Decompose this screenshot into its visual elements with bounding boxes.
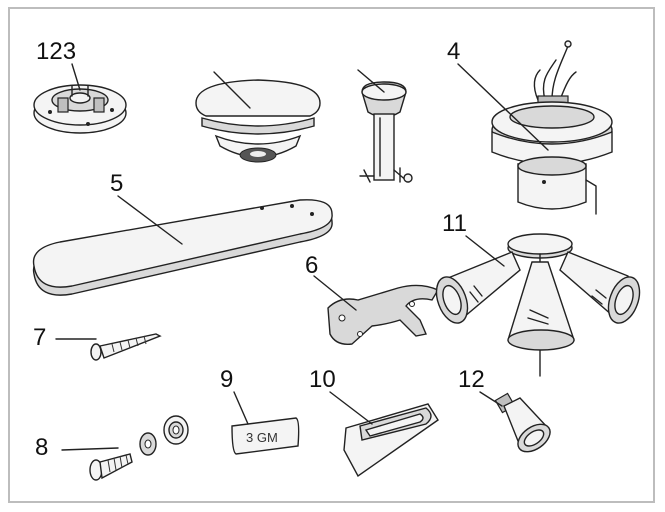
label-balancing-kit: 9 bbox=[220, 366, 234, 393]
label-screw-washer: 8 bbox=[35, 434, 49, 461]
label-mounting-plate: 123 bbox=[36, 38, 77, 65]
label-blade: 5 bbox=[110, 170, 124, 197]
label-fan-motor: 4 bbox=[447, 38, 461, 65]
bulb-part bbox=[494, 392, 551, 453]
leader-lines bbox=[55, 63, 549, 451]
mounting-plate-part bbox=[33, 84, 127, 134]
balancing-kit-part: 3 GM bbox=[231, 417, 300, 455]
balancing-kit-text: 3 GM bbox=[246, 430, 278, 445]
label-light-kit: 11 bbox=[442, 210, 467, 237]
blade-arm-part bbox=[327, 284, 440, 345]
label-wood-screw: 7 bbox=[33, 324, 47, 351]
downrod-part bbox=[359, 81, 413, 183]
light-kit-part bbox=[435, 233, 641, 377]
balance-clip-part bbox=[343, 403, 439, 478]
canopy-part bbox=[195, 79, 321, 163]
wood-screw-part bbox=[90, 333, 162, 361]
screw-washer-part bbox=[89, 415, 189, 481]
fan-blade-part bbox=[32, 199, 333, 296]
label-bulb: 12 bbox=[458, 366, 485, 393]
label-balance-clip: 10 bbox=[309, 366, 336, 393]
label-blade-arm: 6 bbox=[305, 252, 319, 279]
fan-motor-part bbox=[491, 40, 613, 215]
